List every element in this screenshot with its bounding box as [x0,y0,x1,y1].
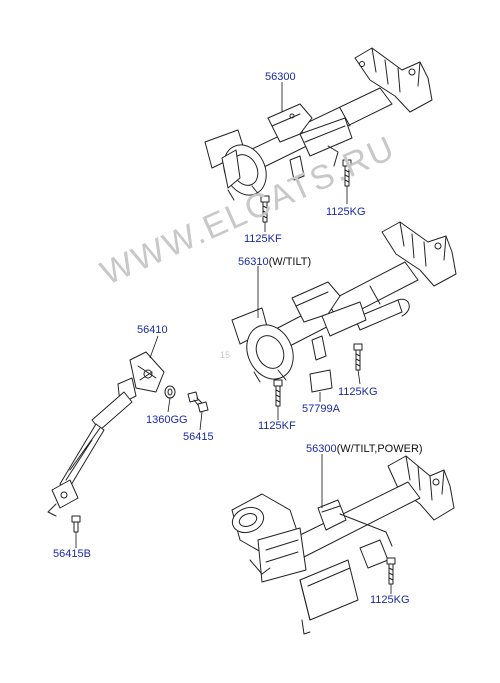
label-56300-power: 56300 [306,443,337,455]
label-56310-w-tilt: 56310(W/TILT) [238,256,311,268]
label-56300: 56300 [265,71,296,83]
steering-column-56300-power [231,455,455,635]
bolt-56415b [71,515,81,533]
nut-1360gg [164,385,176,399]
label-56415b: 56415B [53,548,91,560]
label-1125kg-mid: 1125KG [338,386,378,398]
watermark-small: 15 [220,350,231,360]
label-1125kg-bottom: 1125KG [370,594,410,606]
label-56310-suffix: (W/TILT) [268,256,312,268]
label-56310: 56310 [238,256,269,268]
label-56410: 56410 [137,324,168,336]
steering-column-56300 [204,47,433,201]
label-plate-57799a [309,369,333,393]
leader-lines [75,82,392,594]
bolt-1125kg-bottom [386,557,396,585]
label-1125kg-top: 1125KG [326,206,366,218]
steering-column-56310-tilt [231,221,457,383]
bolt-56415 [187,391,209,413]
label-56300-w-tilt-power: 56300(W/TILT,POWER) [306,443,423,455]
label-57799a: 57799A [302,403,340,415]
label-1125kf-mid: 1125KF [258,420,296,432]
label-56415: 56415 [183,431,214,443]
label-56300-power-suffix: (W/TILT,POWER) [336,443,423,455]
bolt-1125kg-mid [353,343,363,371]
bolt-1125kf-mid [273,379,283,407]
label-1360gg: 1360GG [146,414,188,426]
intermediate-shaft-56410 [47,351,165,517]
label-1125kf-top: 1125KF [244,233,282,245]
